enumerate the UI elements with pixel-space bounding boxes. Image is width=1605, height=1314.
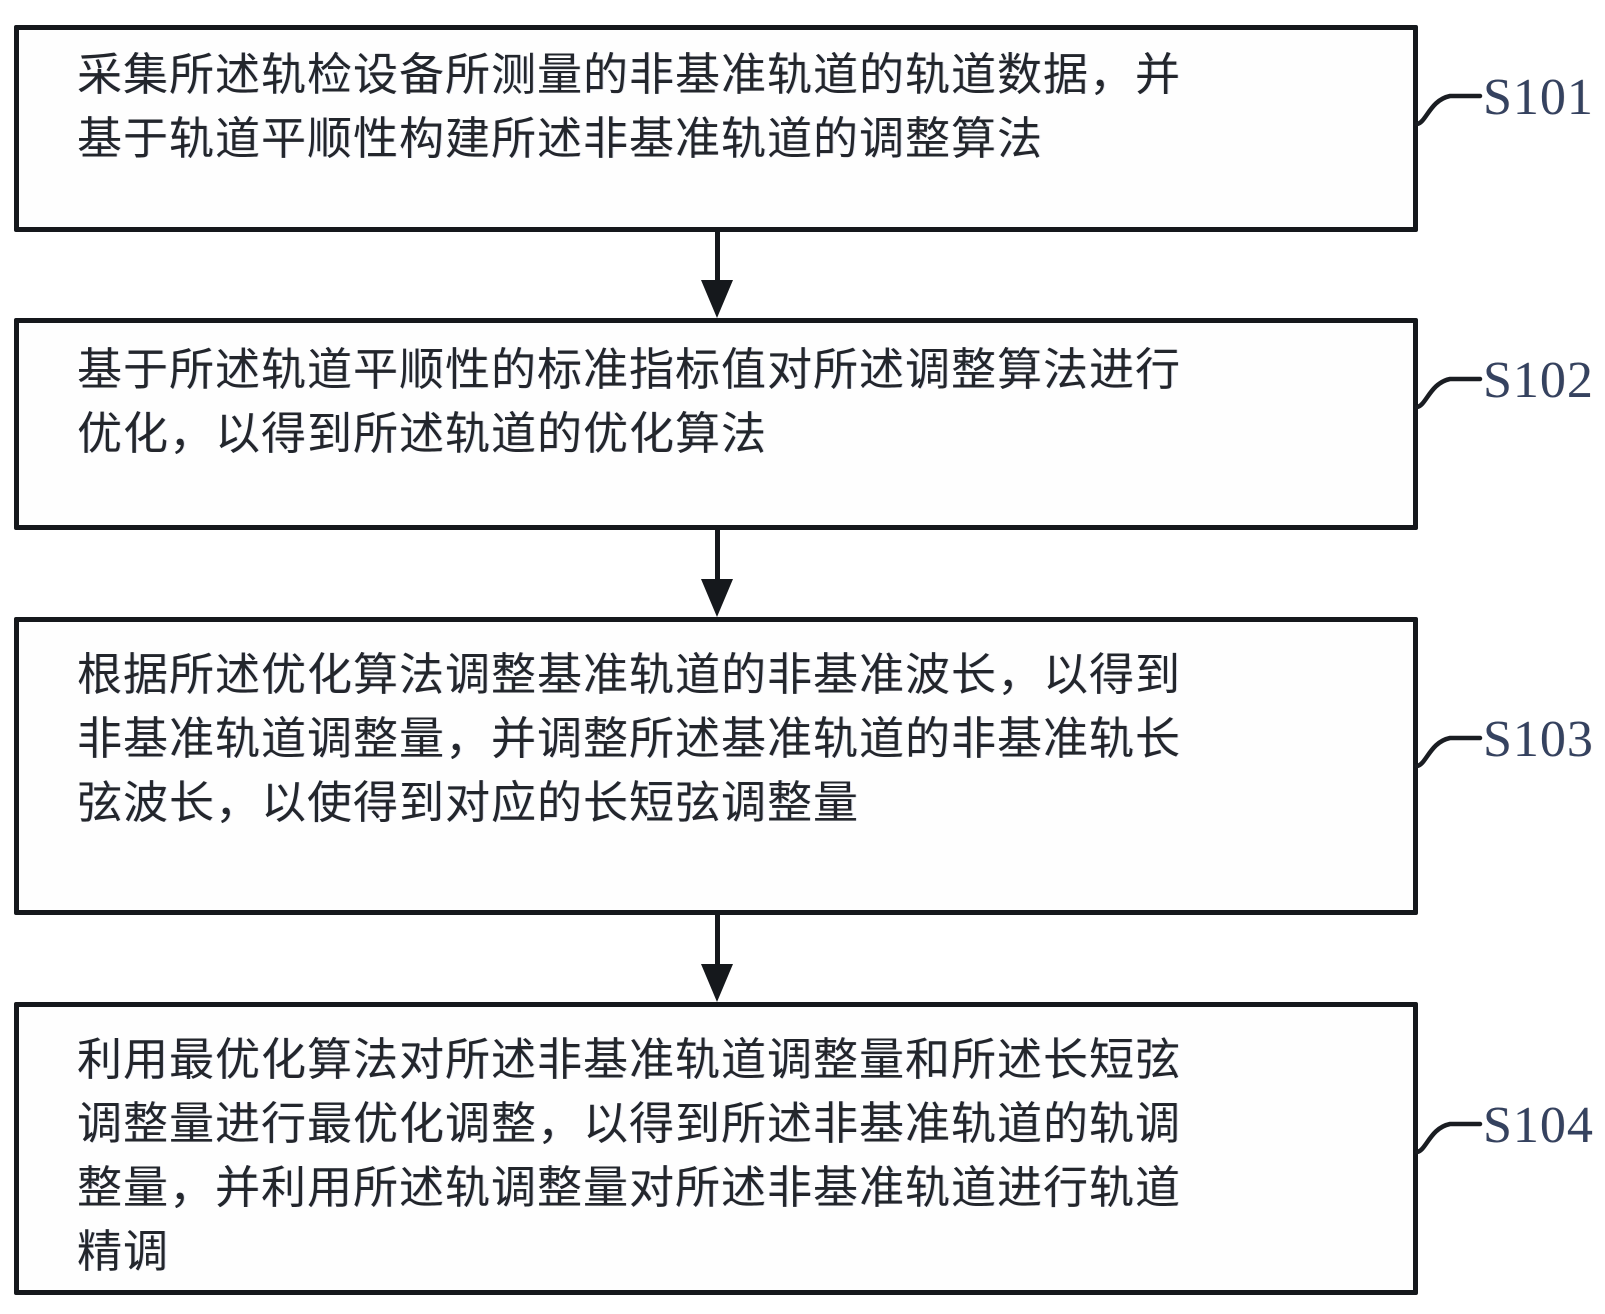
step-s102-text-line-1: 基于所述轨道平顺性的标准指标值对所述调整算法进行 — [77, 345, 1182, 395]
step-s104-connector-curve — [1414, 1121, 1483, 1155]
step-s103-text-line-2: 非基准轨道调整量，并调整所述基准轨道的非基准轨长 — [77, 714, 1182, 764]
arrowhead-icon — [701, 964, 733, 1002]
step-s103-box: 根据所述优化算法调整基准轨道的非基准波长，以得到 非基准轨道调整量，并调整所述基… — [14, 617, 1418, 915]
arrow-s103-to-s104 — [699, 915, 735, 1002]
step-s101-text-line-2: 基于轨道平顺性构建所述非基准轨道的调整算法 — [77, 114, 1044, 164]
step-s102-connector-curve — [1414, 376, 1483, 410]
arrowhead-icon — [701, 579, 733, 617]
step-s101-connector-curve — [1414, 93, 1483, 127]
arrow-s102-to-s103 — [699, 530, 735, 617]
step-s101-box: 采集所述轨检设备所测量的非基准轨道的轨道数据，并 基于轨道平顺性构建所述非基准轨… — [14, 25, 1418, 232]
step-s101-text-line-1: 采集所述轨检设备所测量的非基准轨道的轨道数据，并 — [77, 50, 1182, 100]
step-s102-box: 基于所述轨道平顺性的标准指标值对所述调整算法进行 优化，以得到所述轨道的优化算法 — [14, 318, 1418, 530]
arrow-s101-to-s102 — [699, 232, 735, 318]
step-s104-box: 利用最优化算法对所述非基准轨道调整量和所述长短弦 调整量进行最优化调整，以得到所… — [14, 1002, 1418, 1295]
step-s104-text-line-4: 精调 — [77, 1227, 170, 1277]
arrowhead-icon — [701, 280, 733, 318]
arrow-shaft — [714, 530, 720, 581]
step-s101-label: S101 — [1483, 69, 1594, 126]
step-s102-label: S102 — [1483, 352, 1594, 409]
step-s104-text-line-2: 调整量进行最优化调整，以得到所述非基准轨道的轨调 — [77, 1099, 1182, 1149]
arrow-shaft — [714, 232, 720, 282]
step-s104-text-line-3: 整量，并利用所述轨调整量对所述非基准轨道进行轨道 — [77, 1163, 1182, 1213]
step-s103-text-line-1: 根据所述优化算法调整基准轨道的非基准波长，以得到 — [77, 650, 1182, 700]
arrow-shaft — [714, 915, 720, 966]
step-s104-label: S104 — [1483, 1097, 1594, 1154]
step-s103-text-line-3: 弦波长，以使得到对应的长短弦调整量 — [77, 778, 860, 828]
step-s104-text-line-1: 利用最优化算法对所述非基准轨道调整量和所述长短弦 — [77, 1035, 1182, 1085]
step-s103-connector-curve — [1414, 735, 1483, 769]
step-s103-label: S103 — [1483, 711, 1594, 768]
step-s102-text-line-2: 优化，以得到所述轨道的优化算法 — [77, 409, 768, 459]
